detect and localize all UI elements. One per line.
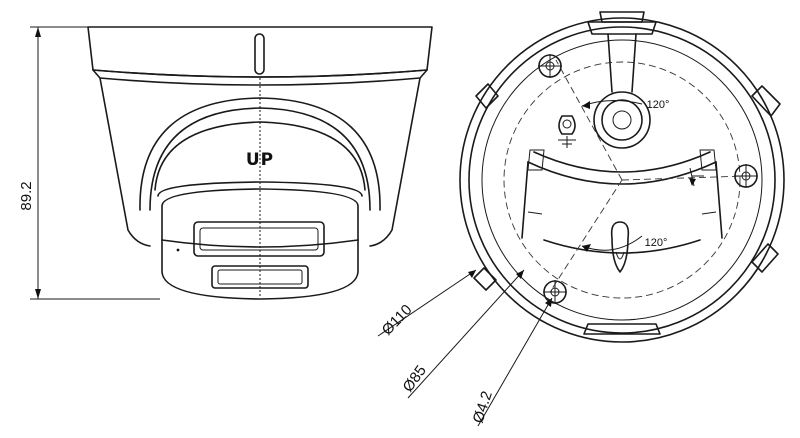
angle-top-label: 120° xyxy=(647,99,670,111)
mounting-hole xyxy=(538,54,562,78)
side-view: 89.2 UP xyxy=(18,26,433,300)
hole-diameter-label: Ø4.2 xyxy=(470,389,496,425)
camera-base xyxy=(87,26,433,298)
camera-ball: UP xyxy=(139,97,381,211)
housing xyxy=(99,77,421,247)
bracket xyxy=(521,33,723,254)
height-dimension: 89.2 xyxy=(18,26,160,300)
mounting-holes xyxy=(538,54,758,304)
angle-bottom: 120° xyxy=(581,167,696,252)
cable-port xyxy=(558,91,651,149)
angle-bottom-label: 120° xyxy=(645,237,668,249)
height-label: 89.2 xyxy=(18,181,35,210)
ir-window xyxy=(211,265,309,289)
rim-slots xyxy=(473,11,781,335)
lens-window xyxy=(193,221,325,257)
mounting-hole xyxy=(543,280,567,304)
center-lines xyxy=(549,59,747,293)
outer-diameter-label: Ø110 xyxy=(379,301,416,338)
angle-top: 120° xyxy=(581,99,670,111)
diameter-leaders: Ø110 Ø85 Ø4.2 xyxy=(377,269,553,427)
lens-module xyxy=(157,181,363,300)
bottom-view: 120° 120° Ø110 Ø85 Ø4.2 xyxy=(377,11,785,427)
indicator-slot xyxy=(254,33,265,75)
outer-rings xyxy=(459,17,785,343)
mounting-hole xyxy=(734,164,758,188)
up-marking: UP xyxy=(246,150,274,170)
pin-slot xyxy=(610,221,630,273)
